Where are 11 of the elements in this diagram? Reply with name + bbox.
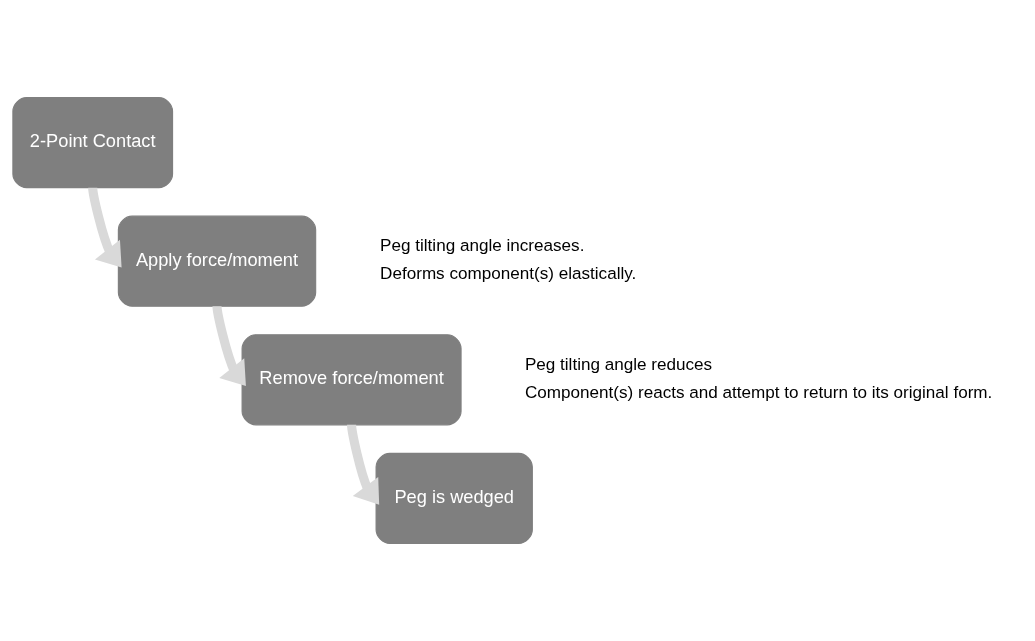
arrow bbox=[347, 424, 380, 505]
arrow bbox=[88, 187, 122, 268]
node-label: Peg tilting angle reduces bbox=[524, 354, 713, 374]
node-label: Peg tilting angle increases. bbox=[380, 235, 585, 255]
node-box: 2-Point Contact bbox=[12, 97, 174, 189]
arrow bbox=[212, 305, 246, 387]
node-label: Deforms component(s) elastically. bbox=[380, 264, 637, 284]
node-box: Peg is wedged bbox=[375, 452, 533, 544]
node-box: Apply force/moment bbox=[117, 215, 317, 307]
node-box: Remove force/moment bbox=[241, 334, 462, 426]
node-label: Component(s) reacts and attempt to return to its original form. bbox=[524, 383, 993, 403]
